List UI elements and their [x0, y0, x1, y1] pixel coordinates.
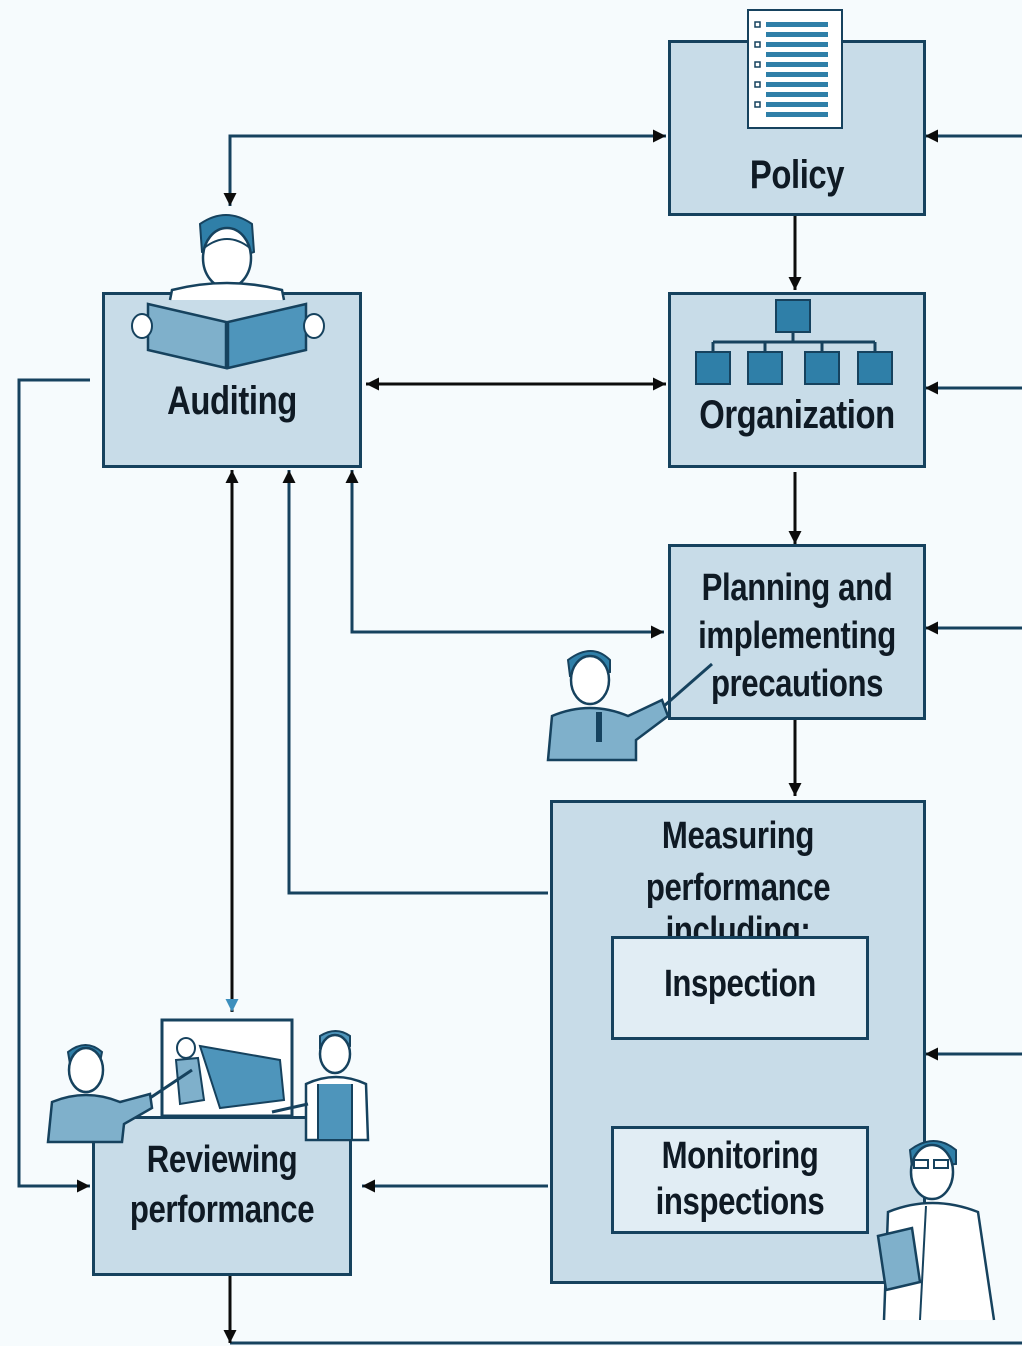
node-auditing-label: Auditing	[167, 379, 297, 423]
node-reviewing-line2: performance	[129, 1189, 315, 1231]
node-monitoring-line2: inspections	[655, 1181, 825, 1223]
node-reviewing: Reviewing performance	[92, 1116, 352, 1276]
node-planning-line2: implementing	[698, 615, 896, 657]
node-monitoring-line1: Monitoring	[661, 1135, 819, 1177]
node-monitoring: Monitoring inspections	[611, 1126, 869, 1234]
node-policy-label: Policy	[749, 153, 845, 197]
node-planning-line3: precautions	[710, 663, 884, 705]
arrow-planning-auditing	[345, 470, 664, 639]
node-measuring-line1: Measuring	[661, 815, 815, 857]
arrow-auditing-reviewing-left	[17, 378, 90, 1193]
node-planning: Planning and implementing precautions	[668, 544, 926, 720]
arrow-policy-auditing	[223, 129, 666, 206]
node-planning-line1: Planning and	[701, 567, 893, 609]
node-inspection-label: Inspection	[664, 963, 816, 1005]
node-inspection: Inspection	[611, 936, 869, 1040]
arrow-measuring-auditing	[282, 470, 548, 895]
node-reviewing-line1: Reviewing	[146, 1139, 298, 1181]
node-organization-label: Organization	[699, 393, 895, 437]
